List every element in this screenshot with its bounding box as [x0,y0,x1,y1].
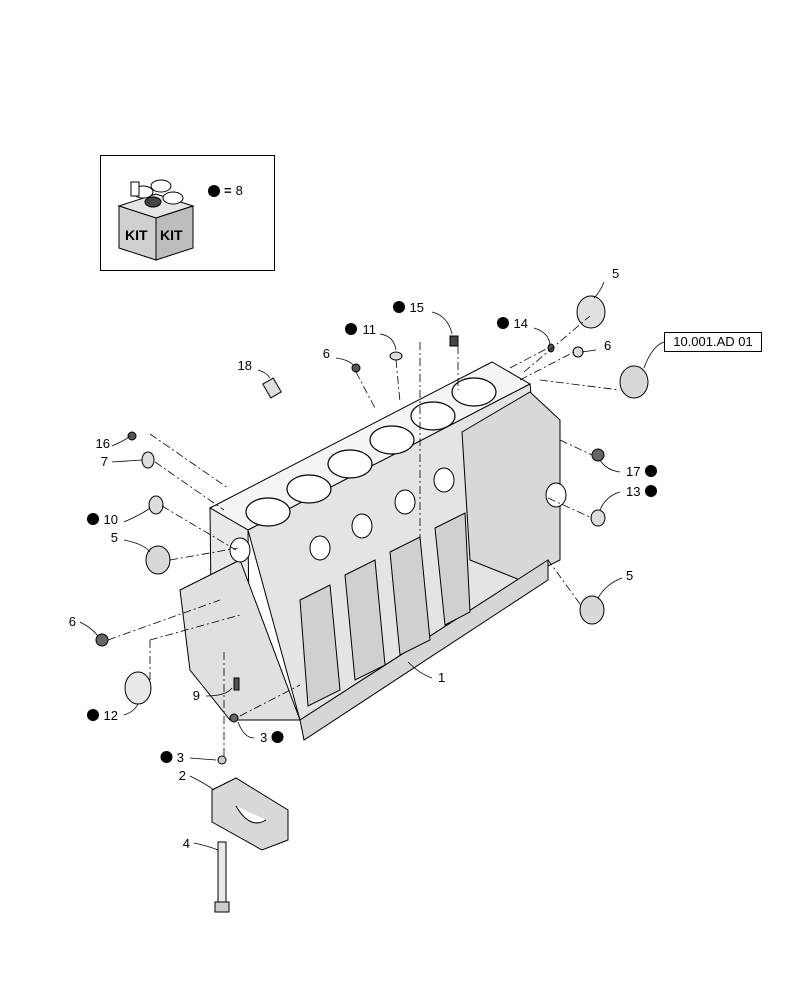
part-16 [127,431,137,441]
callout-number: 1 [438,670,445,685]
reference-link[interactable]: 10.001.AD 01 [664,332,762,352]
callout-c6a[interactable]: 6 [323,346,330,361]
kit-dot-icon [497,317,509,329]
callout-c9[interactable]: 9 [193,688,200,703]
callout-number: 3 [177,750,184,765]
callout-number: 2 [179,768,186,783]
part-15 [449,335,459,347]
part-7 [141,451,155,469]
callout-c13[interactable]: 13 [626,484,657,499]
leader-lines [79,281,665,851]
callout-number: 12 [104,708,118,723]
callout-c1[interactable]: 1 [438,670,445,685]
kit-dot-icon [271,731,284,743]
callout-c6c[interactable]: 6 [69,614,76,629]
part-9 [233,677,240,691]
callout-number: 13 [626,484,640,499]
callout-c3b[interactable]: 3 [260,730,284,745]
callout-c5a[interactable]: 5 [612,266,619,281]
part-18 [262,377,282,399]
callout-number: 16 [96,436,110,451]
callout-c6b[interactable]: 6 [604,338,611,353]
kit-legend: = 8 [208,183,243,198]
kit-dot-icon [160,751,173,763]
kit-dot-icon [393,301,405,313]
callout-c17[interactable]: 17 [626,464,657,479]
part-17 [591,448,605,462]
part-6b [572,346,584,358]
kit-legend-equals: = [224,183,232,198]
callout-c5b[interactable]: 5 [111,530,118,545]
kit-box-icon: KIT KIT [117,179,195,261]
callout-c12[interactable]: 12 [87,708,118,723]
callout-c16[interactable]: 16 [96,436,110,451]
callout-number: 6 [323,346,330,361]
callout-number: 6 [604,338,611,353]
kit-dot-icon [345,323,357,335]
part-3a [217,755,227,765]
kit-dot-icon [87,513,99,525]
callout-c7[interactable]: 7 [101,454,108,469]
part-13 [590,509,606,527]
callout-c18[interactable]: 18 [238,358,252,373]
side-openings [229,467,567,563]
kit-legend-box: KIT KIT [100,155,275,271]
plug-5-right [579,595,605,625]
callout-c15[interactable]: 15 [393,300,424,315]
callout-number: 10 [104,512,118,527]
rear-housing [461,391,561,581]
callout-c10[interactable]: 10 [87,512,118,527]
kit-dot-icon [645,485,657,497]
callout-number: 9 [193,688,200,703]
phantom-lines [107,315,621,756]
callout-layer: 5 15 11 14 6 6 18 16 7 17 13 10 5 5 6 1 12 9 3 3 2 4 [69,266,657,851]
callout-number: 15 [410,300,424,315]
callout-number: 11 [363,322,377,337]
part-3b [229,713,239,723]
part-12 [124,671,152,705]
callout-c14[interactable]: 14 [497,316,528,331]
callout-number: 4 [183,836,190,851]
plug-5-left [145,545,171,575]
callout-c11[interactable]: 11 [345,322,376,337]
callout-c3a[interactable]: 3 [160,750,185,765]
kit-dot-icon [87,709,99,721]
callout-number: 18 [238,358,252,373]
callout-number: 6 [69,614,76,629]
loose-parts [95,295,649,913]
callout-c2[interactable]: 2 [179,768,186,783]
kit-dot-icon [208,184,220,197]
plug-5-top [576,295,606,329]
bushing-ref [619,365,649,399]
callout-number: 17 [626,464,640,479]
callout-c5c[interactable]: 5 [626,568,633,583]
callout-number: 5 [111,530,118,545]
callout-number: 7 [101,454,108,469]
callout-c4[interactable]: 4 [183,836,190,851]
callout-number: 5 [612,266,619,281]
kit-label-left: KIT [125,227,148,243]
part-11 [389,351,403,361]
callout-number: 14 [514,316,528,331]
bolt-4-head [214,901,230,913]
bearing-cap-arc [235,805,267,824]
callout-number: 5 [626,568,633,583]
bolt-4-shank [217,841,227,903]
front-lower-housing [179,559,301,721]
callout-number: 3 [260,730,267,745]
block-ribs [299,512,471,707]
kit-dot-icon [645,465,657,477]
kit-legend-value: 8 [235,183,243,198]
cylinder-bores [245,377,497,527]
kit-label-right: KIT [160,227,183,243]
part-10 [148,495,164,515]
